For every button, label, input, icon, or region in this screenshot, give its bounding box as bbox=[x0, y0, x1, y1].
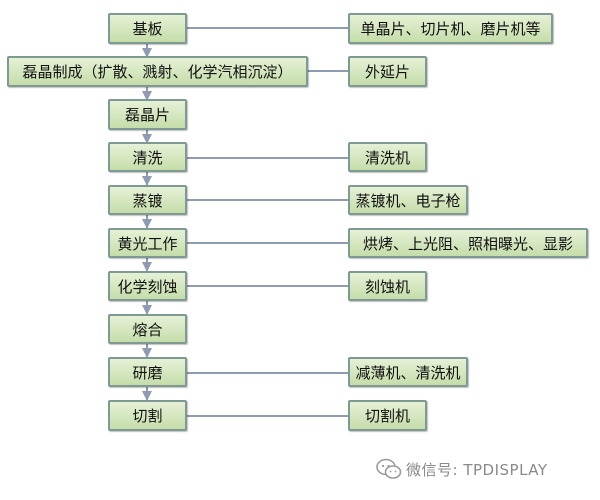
watermark: 微信号: TPDISPLAY bbox=[376, 456, 586, 482]
process-step-cleaning: 清洗 bbox=[108, 142, 187, 172]
equipment-evaporation: 蒸镀机、电子枪 bbox=[348, 185, 468, 215]
process-step-chemical-etching: 化学刻蚀 bbox=[108, 271, 187, 301]
equipment-cleaning: 清洗机 bbox=[348, 142, 427, 172]
process-step-evaporation: 蒸镀 bbox=[108, 185, 187, 215]
process-step-fusion: 熔合 bbox=[108, 314, 187, 344]
process-step-epitaxy: 磊晶制成（扩散、溅射、化学汽相沉淀） bbox=[7, 56, 308, 87]
process-step-photolithography: 黄光工作 bbox=[108, 228, 187, 258]
process-step-dicing: 切割 bbox=[108, 400, 187, 431]
process-step-substrate: 基板 bbox=[108, 13, 187, 44]
equipment-grinding: 减薄机、清洗机 bbox=[348, 357, 468, 387]
equipment-photolithography: 烘烤、上光阻、照相曝光、显影 bbox=[348, 228, 588, 258]
equipment-epitaxy: 外延片 bbox=[348, 56, 427, 87]
equipment-dicing: 切割机 bbox=[348, 400, 427, 431]
watermark-text: 微信号: TPDISPLAY bbox=[406, 460, 548, 479]
wechat-icon bbox=[376, 458, 402, 479]
process-step-epi-wafer: 磊晶片 bbox=[108, 99, 187, 130]
equipment-substrate: 单晶片、切片机、磨片机等 bbox=[348, 13, 553, 44]
process-step-grinding: 研磨 bbox=[108, 357, 187, 387]
equipment-chemical-etching: 刻蚀机 bbox=[348, 271, 427, 301]
